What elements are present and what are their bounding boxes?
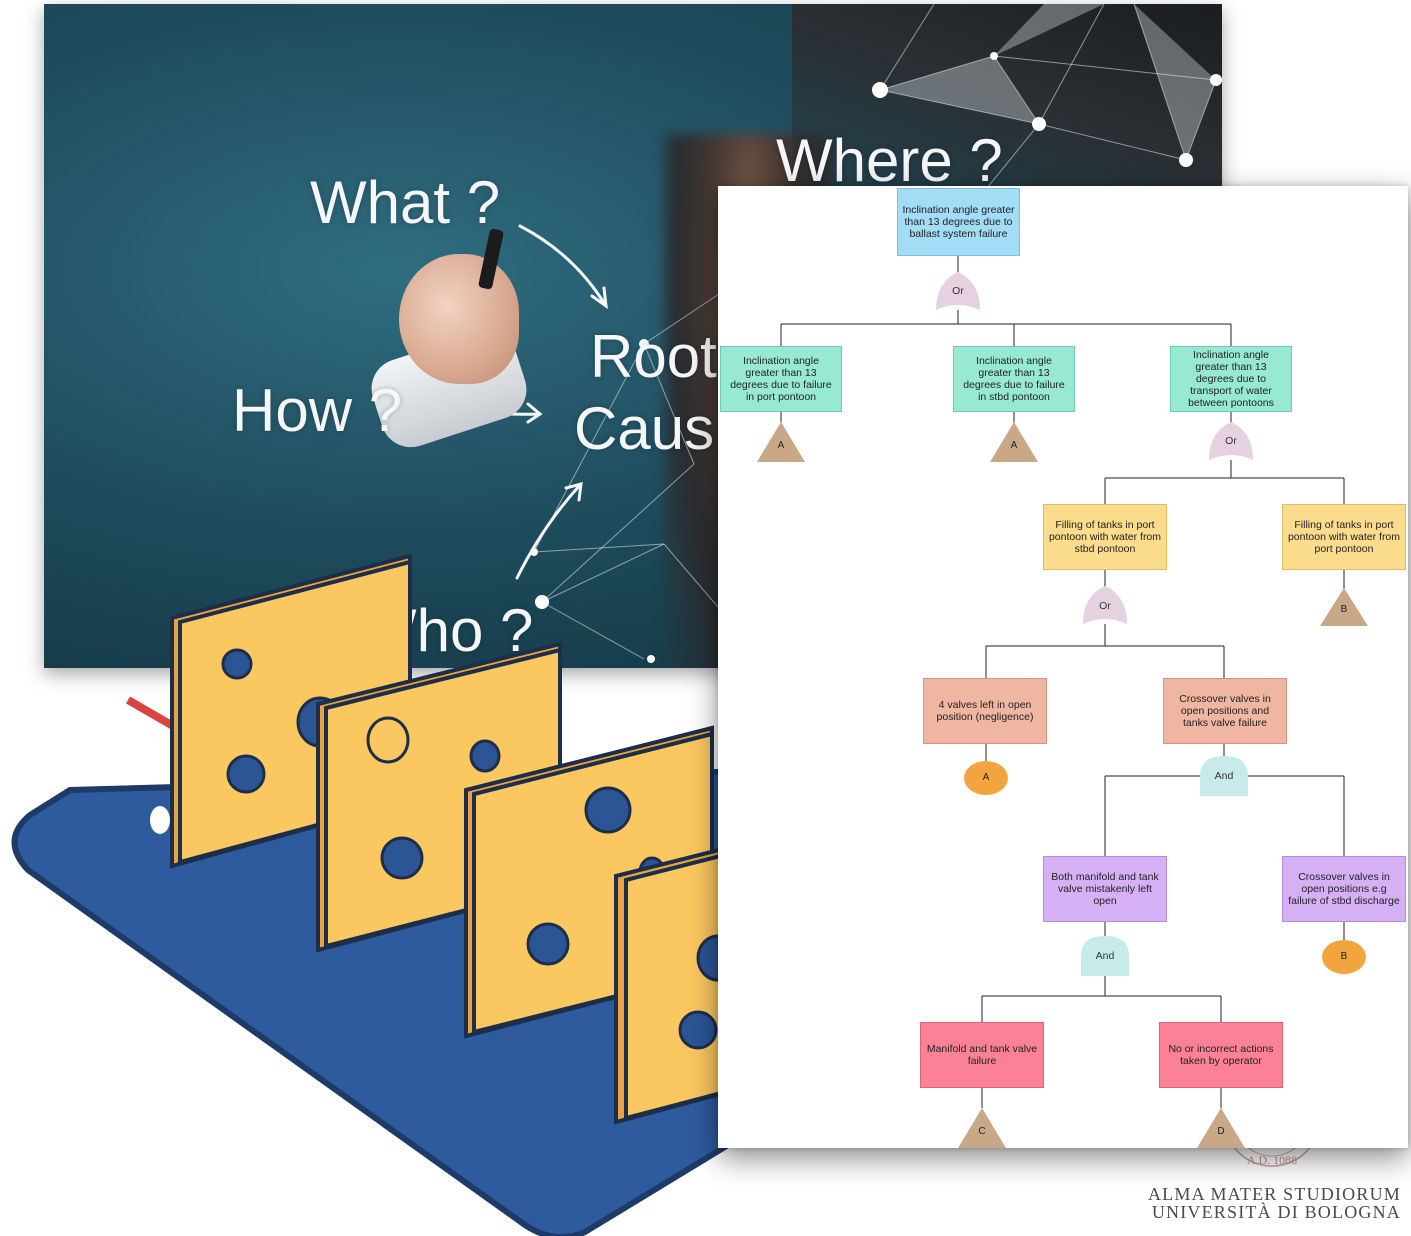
and-gate-2-label: And: [1095, 950, 1115, 962]
logo-line-1: ALMA MATER STUDIORUM: [1147, 1184, 1401, 1204]
seal-text: A.D. 1088: [1247, 1153, 1297, 1167]
transfer-triangle-b: [1320, 588, 1368, 626]
logo-line-2: UNIVERSITÀ DI BOLOGNA: [1151, 1202, 1401, 1222]
transfer-triangle-c: [958, 1108, 1006, 1148]
fault-tree-diagram: Inclination angle greater than 13 degree…: [718, 186, 1408, 1148]
or-gate-2: [1209, 422, 1253, 460]
transfer-label-d: D: [1217, 1126, 1225, 1137]
node-valves-open: 4 valves left in open position (negligen…: [923, 678, 1047, 744]
or-gate-3: [1083, 586, 1127, 624]
transfer-label-a2: A: [1010, 440, 1018, 451]
word-where: Where ?: [776, 127, 1003, 194]
node-transport-water: Inclination angle greater than 13 degree…: [1170, 346, 1292, 412]
node-filling-stbd: Filling of tanks in port pontoon with wa…: [1282, 504, 1406, 570]
node-port-pontoon: Inclination angle greater than 13 degree…: [720, 346, 842, 412]
transfer-label-b: B: [1340, 604, 1348, 615]
transfer-label-c: C: [978, 1126, 986, 1137]
network-lines: [420, 4, 1222, 663]
or-gate-1: [936, 272, 980, 310]
transfer-triangle-d: [1197, 1108, 1245, 1148]
fault-tree-connectors: [757, 256, 1368, 1148]
circle-label-a: A: [982, 772, 990, 783]
university-seal: A.D. 1088: [1224, 1128, 1320, 1167]
node-stbd-pontoon: Inclination angle greater than 13 degree…: [953, 346, 1075, 412]
word-root: Root: [590, 323, 717, 390]
and-gate-2: [1081, 936, 1129, 976]
or-gate-3-label: Or: [1099, 600, 1111, 612]
word-how: How ?: [232, 377, 403, 444]
and-gate-1-label: And: [1214, 770, 1234, 782]
base-hole: [150, 806, 170, 834]
transfer-triangle-a2: [990, 422, 1038, 462]
word-what: What ?: [310, 169, 501, 236]
node-filling-port: Filling of tanks in port pontoon with wa…: [1043, 504, 1167, 570]
university-logo: ALMA MATER STUDIORUM UNIVERSITÀ DI BOLOG…: [1148, 1185, 1401, 1221]
and-gate-1: [1200, 756, 1248, 796]
node-crossover-discharge: Crossover valves in open positions e.g f…: [1282, 856, 1406, 922]
transfer-triangle-a1: [757, 422, 805, 462]
or-gate-1-label: Or: [952, 285, 964, 297]
basic-event-circle-a: [964, 761, 1008, 795]
circle-label-b: B: [1340, 951, 1348, 962]
node-manifold-left-open: Both manifold and tank valve mistakenly …: [1043, 856, 1167, 922]
top-event-box: Inclination angle greater than 13 degree…: [897, 188, 1020, 256]
basic-event-circle-b: [1322, 940, 1366, 974]
node-manifold-failure: Manifold and tank valve failure: [920, 1022, 1044, 1088]
word-cause: Caus: [574, 395, 715, 462]
node-operator-actions: No or incorrect actions taken by operato…: [1159, 1022, 1283, 1088]
or-gate-2-label: Or: [1225, 435, 1237, 447]
hand: [399, 254, 519, 384]
node-crossover-valves: Crossover valves in open positions and t…: [1163, 678, 1287, 744]
transfer-label-a1: A: [777, 440, 785, 451]
